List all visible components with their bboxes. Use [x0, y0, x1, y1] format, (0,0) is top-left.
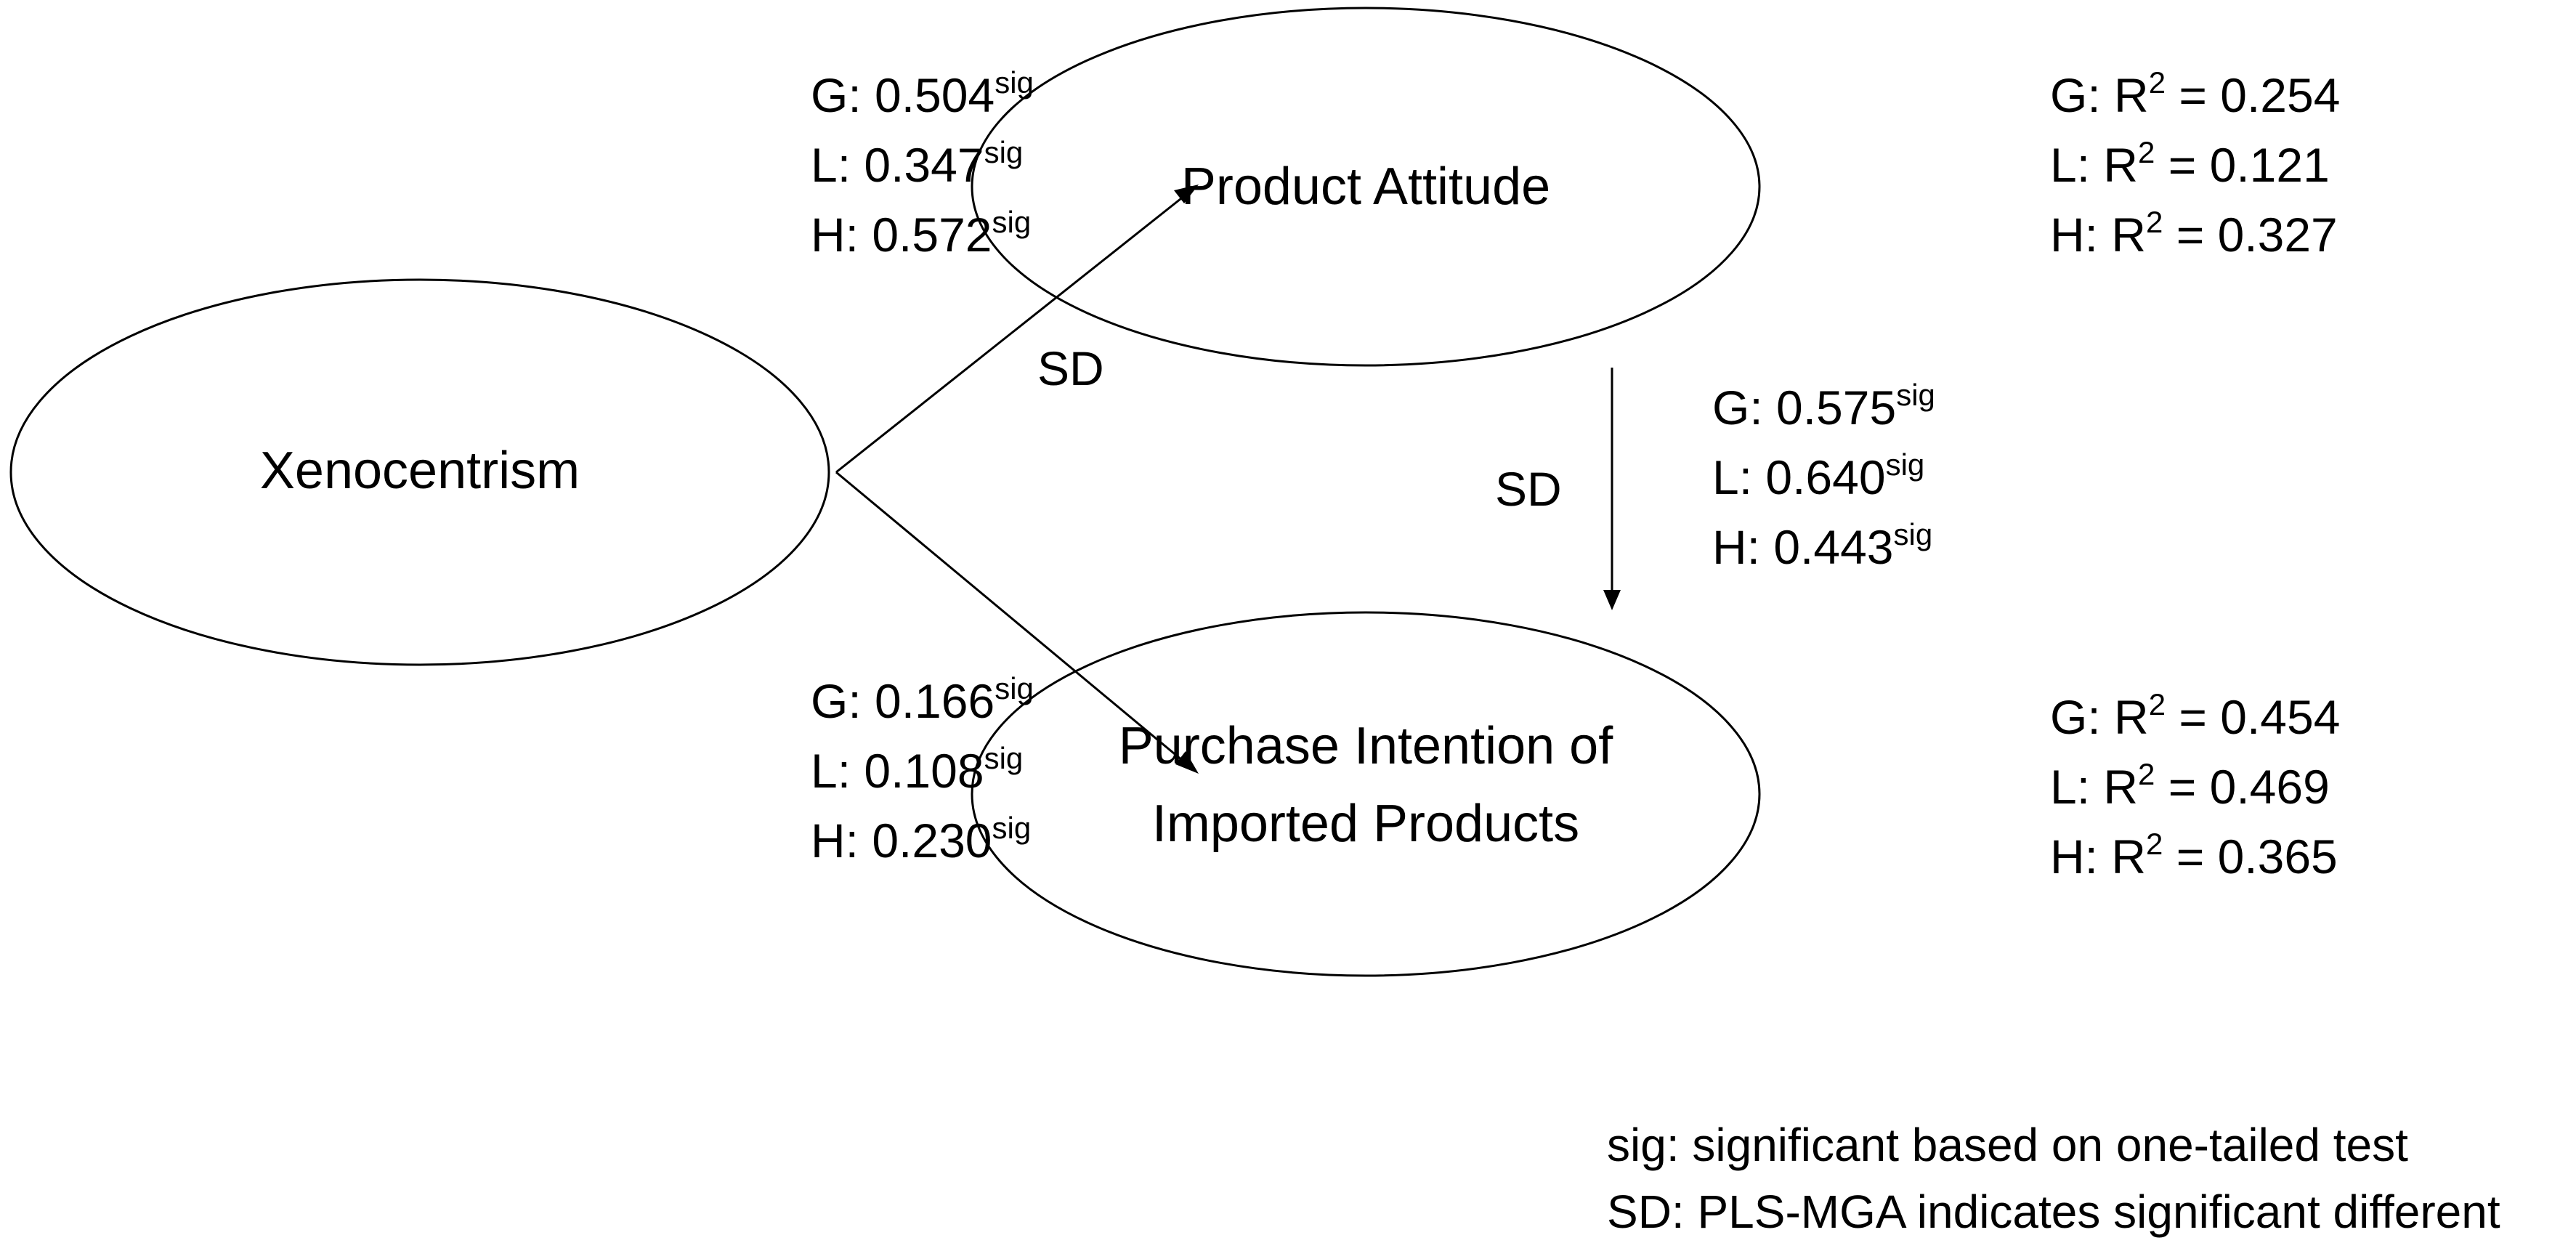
coef-l: L: 0.108sig	[811, 741, 1023, 798]
coef-g: G: 0.504sig	[811, 65, 1034, 122]
arrow-xeno-to-intention	[835, 471, 1199, 774]
node-xenocentrism	[9, 278, 830, 666]
coef-xeno-to-attitude: G: 0.504sig L: 0.347sig H: 0.572sig SD	[811, 65, 1104, 395]
legend-sig-note: sig: significant based on one-tailed tes…	[1607, 1119, 2408, 1171]
coef-h: H: 0.572sig	[811, 205, 1031, 262]
coef-h: H: 0.443sig	[1712, 517, 1932, 574]
r2-g: G: R2 = 0.454	[2050, 687, 2340, 744]
coef-attitude-to-intention: G: 0.575sig L: 0.640sig H: 0.443sig SD	[1495, 378, 1935, 574]
r2-h: H: R2 = 0.327	[2050, 205, 2338, 262]
arrow-xeno-to-attitude	[835, 185, 1199, 474]
coef-l: L: 0.640sig	[1712, 448, 1924, 504]
arrow-attitude-to-intention	[1603, 368, 1621, 610]
legend-sd-note: SD: PLS-MGA indicates significant differ…	[1607, 1186, 2500, 1238]
label-xenocentrism: Xenocentrism	[260, 442, 580, 500]
label-purchase-intention-line1: Purchase Intention of	[1119, 717, 1613, 775]
node-product-attitude	[971, 7, 1761, 367]
r-squared-product-attitude: G: R2 = 0.254 L: R2 = 0.121 H: R2 = 0.32…	[2050, 65, 2340, 262]
label-purchase-intention-line2: Imported Products	[1152, 795, 1579, 853]
node-purchase-intention	[971, 611, 1761, 977]
coef-g: G: 0.166sig	[811, 671, 1034, 728]
r2-g: G: R2 = 0.254	[2050, 65, 2340, 122]
coef-h: H: 0.230sig	[811, 811, 1031, 867]
sd-label-attitude-to-intention: SD	[1495, 462, 1562, 516]
coef-g: G: 0.575sig	[1712, 378, 1935, 434]
r2-h: H: R2 = 0.365	[2050, 827, 2338, 883]
sd-label-xeno-to-attitude: SD	[1037, 341, 1104, 395]
label-product-attitude: Product Attitude	[1181, 158, 1550, 216]
r-squared-purchase-intention: G: R2 = 0.454 L: R2 = 0.469 H: R2 = 0.36…	[2050, 687, 2340, 883]
coef-xeno-to-intention: G: 0.166sig L: 0.108sig H: 0.230sig	[811, 671, 1034, 867]
r2-l: L: R2 = 0.121	[2050, 135, 2330, 192]
coef-l: L: 0.347sig	[811, 135, 1023, 192]
legend: sig: significant based on one-tailed tes…	[1607, 1119, 2500, 1238]
r2-l: L: R2 = 0.469	[2050, 757, 2330, 814]
